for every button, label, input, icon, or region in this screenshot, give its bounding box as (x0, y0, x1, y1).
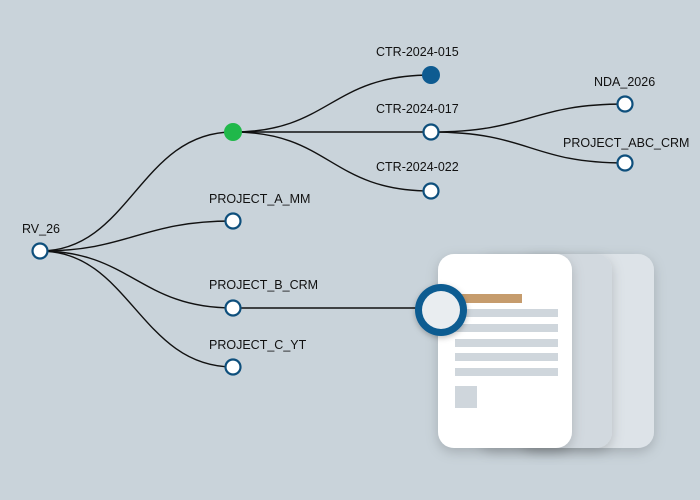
labels: RV_26 CTR-2024-015 CTR-2024-017 CTR-2024… (22, 45, 689, 352)
label-ctr-2024-015: CTR-2024-015 (376, 45, 459, 59)
document-stack-icon (438, 254, 654, 448)
edge-ctr-017-project-abc-crm (430, 131, 626, 164)
nodes (31, 66, 634, 376)
edges (39, 74, 626, 368)
document-text-line (455, 309, 558, 317)
label-project-abc-crm: PROJECT_ABC_CRM (563, 136, 689, 150)
document-text-line (455, 339, 558, 347)
document-anchor-node[interactable] (415, 284, 467, 336)
node-project-b-crm[interactable] (224, 299, 242, 317)
node-ctr-2024-022[interactable] (422, 182, 440, 200)
node-ctr-2024-017[interactable] (422, 123, 440, 141)
label-project-c-yt: PROJECT_C_YT (209, 338, 307, 352)
label-rv-26: RV_26 (22, 222, 60, 236)
document-sheet-front (438, 254, 572, 448)
node-project-a-mm[interactable] (224, 212, 242, 230)
document-title-bar (455, 294, 522, 303)
edge-hub-ctr-022 (232, 131, 432, 192)
node-project-abc-crm[interactable] (616, 154, 634, 172)
label-ctr-2024-022: CTR-2024-022 (376, 160, 459, 174)
node-nda-2026[interactable] (616, 95, 634, 113)
label-nda-2026: NDA_2026 (594, 75, 655, 89)
node-project-c-yt[interactable] (224, 358, 242, 376)
label-project-b-crm: PROJECT_B_CRM (209, 278, 318, 292)
edge-root-project-a-mm (39, 220, 234, 252)
document-text-line (455, 324, 558, 332)
document-thumbnail (455, 386, 477, 408)
edge-hub-ctr-015 (232, 74, 432, 133)
document-text-line (455, 368, 558, 376)
node-rv-26[interactable] (31, 242, 49, 260)
label-project-a-mm: PROJECT_A_MM (209, 192, 310, 206)
node-hub[interactable] (224, 123, 242, 141)
edge-root-project-c-yt (39, 250, 234, 368)
document-text-line (455, 353, 558, 361)
edge-root-hub (39, 131, 234, 252)
node-ctr-2024-015[interactable] (422, 66, 440, 84)
edge-ctr-017-nda-2026 (430, 103, 626, 133)
label-ctr-2024-017: CTR-2024-017 (376, 102, 459, 116)
edge-root-project-b-crm (39, 250, 234, 309)
